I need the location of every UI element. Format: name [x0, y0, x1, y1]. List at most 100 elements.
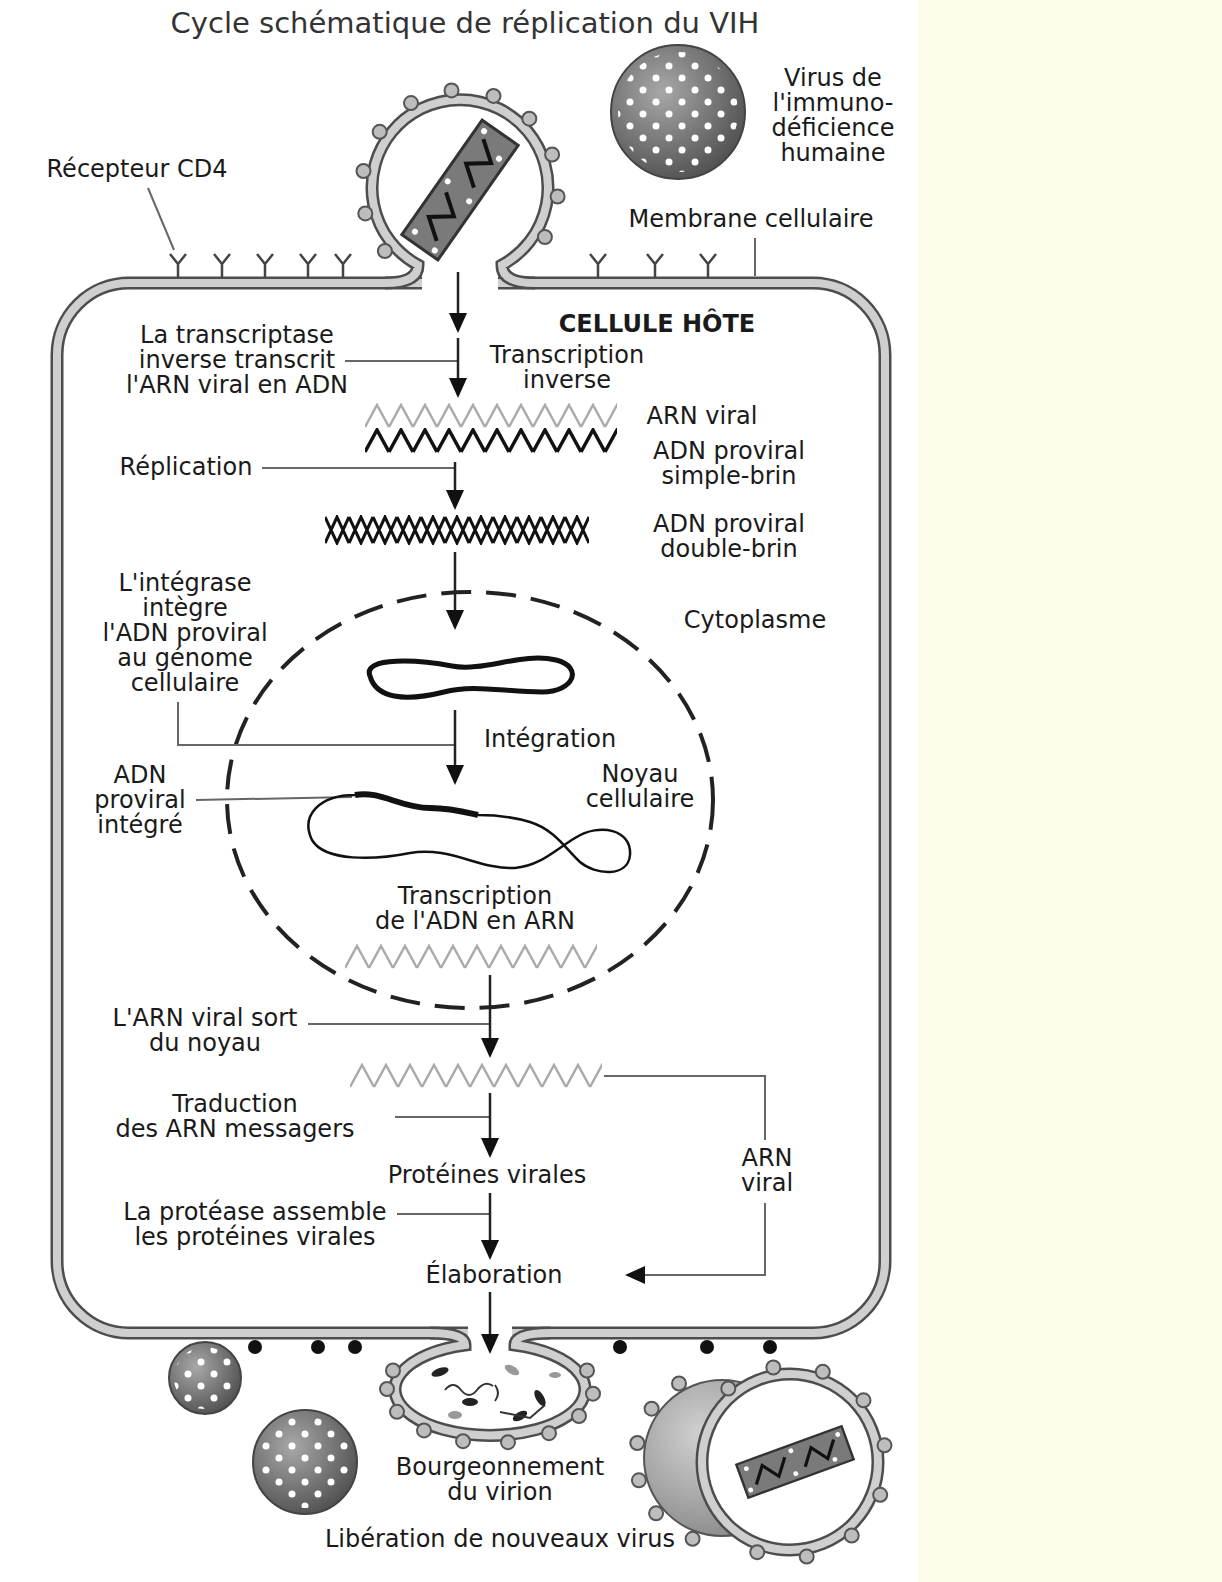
nucleic-acid [309, 794, 631, 872]
released-virion [169, 1342, 241, 1414]
entering-virion [545, 148, 559, 162]
released-virion [736, 1426, 853, 1497]
text-line: ADN [94, 763, 185, 788]
entering-virion [358, 206, 372, 220]
flow-arrow [457, 272, 460, 316]
budding-virion [503, 1363, 521, 1378]
flow-arrow [449, 313, 467, 333]
cell-heading: CELLULE HÔTE [559, 312, 756, 337]
text-line: Protéines virales [388, 1163, 586, 1188]
flow-arrow [489, 1093, 492, 1140]
step-label: L'intégrase intègre l'ADN proviral au gé… [102, 571, 267, 696]
nucleic-acid [369, 658, 572, 697]
flow-arrow [454, 552, 457, 612]
text-line: La transcriptase [126, 323, 348, 348]
text-line: Intégration [484, 727, 616, 752]
released-virion [800, 1550, 814, 1564]
text-line: Membrane cellulaire [629, 207, 874, 232]
text-line: ADN proviral [653, 512, 805, 537]
flow-arrow [625, 1266, 645, 1284]
flow-arrow [604, 1076, 765, 1275]
membrane-protein [700, 1340, 714, 1354]
budding-virion [586, 1387, 600, 1401]
text-slot: Réplication [120, 455, 253, 480]
text-line: l'ARN viral en ADN [126, 373, 348, 398]
step-label: L'ARN viral sort du noyau [113, 1006, 298, 1056]
entering-virion [357, 164, 371, 178]
hiv-virion [611, 45, 745, 179]
text-slot: L'ARN viral sort du noyau [113, 1006, 298, 1056]
dashed-outline [227, 592, 713, 1008]
text-line: du noyau [113, 1031, 298, 1056]
text-slot: Traduction des ARN messagers [115, 1092, 354, 1142]
membrane-protein [348, 1340, 362, 1354]
step-label: Cytoplasme [684, 608, 826, 633]
budding-virion [395, 1333, 585, 1435]
budding-virion [580, 1364, 594, 1378]
text-slot: Récepteur CD4 [47, 157, 228, 182]
budding-virion [448, 1411, 462, 1419]
released-virion [686, 1532, 700, 1546]
entering-virion [372, 100, 548, 283]
budding-virion [445, 1384, 545, 1418]
text-line: ARN viral [647, 404, 758, 429]
text-line: l'ADN proviral [102, 621, 267, 646]
text-line: de l'ADN en ARN [375, 909, 575, 934]
budding-virion [549, 1372, 561, 1378]
leader-line [308, 1023, 490, 1025]
released-virion [632, 1473, 646, 1487]
entering-virion [445, 83, 459, 97]
text-slot: CELLULE HÔTE [559, 312, 756, 337]
step-label: Récepteur CD4 [47, 157, 228, 182]
budding-virion [532, 1388, 548, 1408]
flow-arrow [457, 338, 460, 380]
text-line: inverse transcrit [126, 348, 348, 373]
released-virion [721, 1382, 735, 1396]
text-line: l'immuno- [772, 91, 895, 116]
released-virion [845, 1529, 859, 1543]
released-virion [630, 1436, 644, 1450]
step-label: Bourgeonnement du virion [396, 1455, 604, 1505]
budding-virion [456, 1434, 470, 1448]
leader-line [148, 188, 174, 250]
step-label: Libération de nouveaux virus [325, 1527, 675, 1552]
text-slot: Transcription de l'ADN en ARN [375, 884, 575, 934]
text-line: déficience [772, 116, 895, 141]
membrane-core [57, 283, 885, 1333]
released-virion [702, 1374, 878, 1550]
step-label: ADN proviral intégré [94, 763, 185, 838]
text-slot: Cycle schématique de réplication du VIH [171, 6, 760, 40]
text-slot: La protéase assemble les protéines viral… [123, 1200, 386, 1250]
membrane-protein [248, 1340, 777, 1354]
budding-virion [572, 1409, 586, 1423]
text-slot: L'intégrase intègre l'ADN proviral au gé… [102, 571, 267, 696]
text-line: simple-brin [653, 464, 805, 489]
text-line: au génome [102, 646, 267, 671]
text-slot: Élaboration [425, 1263, 562, 1288]
step-label: ADN proviral simple-brin [653, 439, 805, 489]
flow-arrow [446, 313, 645, 1354]
budding-virion [542, 1426, 556, 1440]
text-line: Noyau [586, 762, 695, 787]
flow-arrow [481, 1334, 499, 1354]
released-virion [253, 1410, 357, 1514]
text-line: viral [741, 1171, 793, 1196]
text-line: cellulaire [586, 787, 695, 812]
text-line: des ARN messagers [115, 1117, 354, 1142]
entering-virion [357, 83, 565, 292]
membrane-protein [763, 1340, 777, 1354]
text-slot: Intégration [484, 727, 616, 752]
text-line: double-brin [653, 537, 805, 562]
text-line: ADN proviral [653, 439, 805, 464]
text-slot: Virus de l'immuno- déficience humaine [772, 66, 895, 166]
text-line: cellulaire [102, 671, 267, 696]
text-line: Cytoplasme [684, 608, 826, 633]
leader-line [754, 238, 756, 276]
text-line: Réplication [120, 455, 253, 480]
text-line: La protéase assemble [123, 1200, 386, 1225]
text-line: Libération de nouveaux virus [325, 1527, 675, 1552]
budding-virion [501, 1435, 515, 1449]
text-slot: Membrane cellulaire [629, 207, 874, 232]
text-slot: ADN proviral simple-brin [653, 439, 805, 489]
released-virion [169, 1342, 892, 1564]
